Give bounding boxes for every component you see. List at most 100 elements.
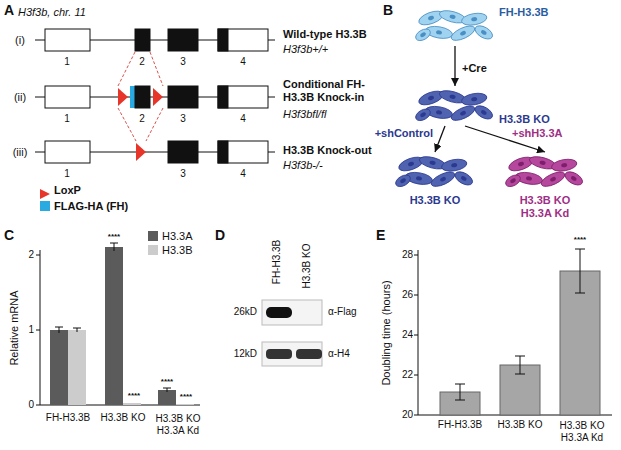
figure-label: 4 bbox=[240, 113, 246, 125]
panel-letter: E bbox=[376, 227, 385, 243]
cell-cluster-part-part bbox=[549, 176, 556, 182]
cell-cluster-part-part bbox=[473, 23, 495, 42]
cell-cluster-part bbox=[415, 27, 432, 43]
legend-text: H3.3A bbox=[162, 230, 193, 243]
panel-letter: B bbox=[383, 2, 393, 18]
population-label: H3.3B KO H3.3A Kd bbox=[505, 194, 585, 219]
cell-cluster bbox=[415, 86, 495, 126]
cell-cluster-part-part bbox=[507, 154, 535, 173]
cell-population: H3.3B KO bbox=[415, 86, 550, 126]
cell-cluster-part-part bbox=[436, 110, 443, 115]
cell-cluster-part-part bbox=[439, 176, 446, 182]
cell-cluster-part-part bbox=[417, 8, 445, 27]
bar-chart-mrna-part bbox=[110, 243, 118, 244]
bar-chart-mrna-part bbox=[68, 330, 86, 405]
figure-label: FH-H3.3B bbox=[438, 419, 482, 431]
bar-chart-mrna-part bbox=[40, 250, 41, 405]
bar-chart-doubling-part bbox=[460, 384, 461, 400]
figure-label: **** bbox=[574, 235, 586, 244]
cell-cluster-part bbox=[473, 23, 495, 42]
arrow bbox=[454, 46, 455, 86]
figure-label: (ii) bbox=[14, 91, 26, 104]
bar-chart-doubling-part bbox=[520, 356, 521, 374]
western-blot-part bbox=[266, 307, 292, 318]
figure-label: 22 bbox=[402, 369, 413, 381]
figure-label: H3.3B KO bbox=[100, 412, 145, 424]
figure-label: (iii) bbox=[13, 146, 28, 159]
cell-cluster-part-part bbox=[419, 112, 426, 118]
figure-label: 4 bbox=[240, 56, 246, 68]
figure-label: H3.3B KO H3.3A Kd bbox=[152, 413, 204, 436]
treatment-label: +shH3.3A bbox=[512, 127, 562, 140]
cell-cluster-part-part bbox=[416, 176, 423, 181]
cell-cluster-part-part bbox=[563, 169, 585, 188]
gene-diagram bbox=[35, 29, 275, 163]
figure-label: **** bbox=[108, 232, 120, 241]
knock-in-allele-part bbox=[130, 86, 135, 108]
cell-cluster-part bbox=[415, 107, 432, 123]
knock-in-allele-part bbox=[45, 86, 90, 108]
bar-chart-mrna-part bbox=[55, 327, 63, 328]
cell-population: H3.3B KO bbox=[395, 152, 475, 207]
panel-letter: D bbox=[215, 227, 225, 243]
bar-chart-mrna-part bbox=[77, 328, 78, 332]
cell-cluster-part-part bbox=[471, 97, 478, 102]
figure-label: H3.3B KO bbox=[497, 419, 542, 431]
cell-cluster-part-part bbox=[517, 161, 524, 167]
legend-text: LoxP bbox=[54, 184, 81, 197]
cell-cluster-part-part bbox=[436, 30, 443, 35]
cell-cluster-part-part bbox=[399, 178, 406, 184]
figure-label: FH-H3.3B bbox=[271, 240, 283, 284]
knock-out-allele-part bbox=[45, 141, 90, 163]
cell-cluster-part-part bbox=[526, 176, 533, 181]
legend-swatch bbox=[148, 231, 158, 241]
panel-letter: A bbox=[4, 2, 14, 18]
figure-label: 1 bbox=[64, 113, 70, 125]
knock-out-allele-part bbox=[168, 141, 198, 163]
western-blot-part bbox=[296, 349, 322, 359]
figure-label: 0 bbox=[28, 399, 34, 411]
knock-in-allele-part bbox=[218, 86, 268, 108]
cell-cluster-part-part bbox=[473, 103, 495, 122]
bar-chart-doubling-part bbox=[455, 384, 465, 385]
figure-label: 4 bbox=[240, 168, 246, 180]
recombination-guide bbox=[118, 52, 163, 141]
figure-label: H3f3b, chr. 11 bbox=[18, 6, 86, 19]
bar-chart-mrna-part bbox=[36, 255, 40, 256]
cell-cluster-part-part bbox=[505, 173, 522, 189]
bar-chart-doubling-part bbox=[575, 249, 585, 250]
figure-label: H3f3bfl/fl bbox=[283, 108, 326, 121]
treatment-label: +shControl bbox=[375, 127, 433, 140]
cell-cluster-part bbox=[429, 169, 457, 189]
bar-chart-doubling-part bbox=[414, 335, 418, 336]
cell-cluster-part-part bbox=[509, 178, 516, 184]
legend-text: FLAG-HA (FH) bbox=[54, 200, 128, 213]
knock-in-allele-part bbox=[218, 86, 228, 108]
recombination-guide-part bbox=[150, 52, 163, 86]
cell-cluster-part bbox=[449, 103, 477, 123]
figure-label: H3.3B Knock-out bbox=[283, 144, 372, 157]
figure-label: FH-H3.3B bbox=[46, 412, 90, 424]
figure-label: **** bbox=[161, 377, 173, 386]
population-label: H3.3B KO bbox=[410, 194, 461, 207]
legend-swatch bbox=[40, 201, 50, 211]
figure-label: H3f3b-/- bbox=[283, 159, 323, 172]
bar-chart-mrna-part bbox=[123, 403, 141, 405]
cell-cluster-part-part bbox=[441, 157, 468, 172]
cell-cluster-part-part bbox=[449, 23, 477, 43]
cell-cluster-part bbox=[461, 91, 488, 106]
cell-cluster-part-part bbox=[453, 169, 475, 188]
cell-cluster-part-part bbox=[539, 160, 546, 165]
bar-chart-doubling-part bbox=[414, 415, 418, 416]
cell-cluster-part-part bbox=[429, 169, 457, 189]
figure-label: 1 bbox=[64, 56, 70, 68]
recombination-guide-part bbox=[118, 52, 135, 86]
treatment-label: +Cre bbox=[462, 62, 487, 75]
bar-chart-mrna-part bbox=[114, 243, 115, 251]
cell-cluster-part bbox=[453, 169, 475, 188]
bar-chart-doubling-part bbox=[515, 374, 525, 375]
cell-cluster-part bbox=[441, 157, 468, 172]
knock-in-allele bbox=[35, 86, 275, 108]
